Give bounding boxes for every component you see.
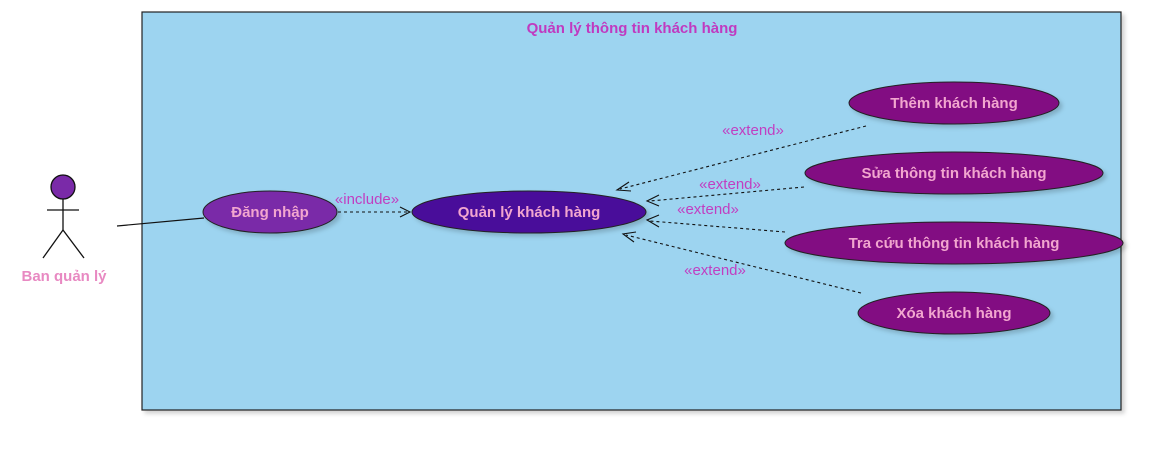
use-case-login [202, 190, 338, 234]
extend-arrowhead-add [615, 181, 632, 192]
use-case-add [848, 81, 1060, 125]
extend-label-search: «extend» [677, 201, 739, 218]
association-line [116, 217, 205, 227]
extend-arrowhead-search [645, 214, 660, 228]
actor-figure [42, 174, 85, 259]
extend-line-add [619, 125, 867, 190]
use-case-search-label: Tra cứu thông tin khách hàng [849, 235, 1060, 252]
extend-label-delete: «extend» [684, 262, 746, 279]
actor-head [50, 174, 76, 200]
extend-line-delete [625, 234, 862, 294]
extend-label-edit: «extend» [699, 176, 761, 193]
extend-line-edit [649, 186, 805, 202]
use-case-add-label: Thêm khách hàng [890, 95, 1018, 112]
extend-arrowhead-delete [621, 231, 637, 243]
use-case-delete-label: Xóa khách hàng [896, 305, 1011, 322]
use-case-search [784, 221, 1124, 265]
actor-label: Ban quản lý [21, 268, 107, 285]
use-case-edit-label: Sửa thông tin khách hàng [861, 165, 1046, 182]
use-case-delete [857, 291, 1051, 335]
include-label: «include» [335, 191, 399, 208]
system-title: Quản lý thông tin khách hàng [527, 20, 738, 37]
include-arrowhead [399, 206, 412, 218]
extend-label-add: «extend» [722, 122, 784, 139]
use-case-manage-label: Quản lý khách hàng [458, 204, 601, 221]
extend-arrowhead-edit [645, 194, 660, 207]
use-case-edit [804, 151, 1104, 195]
extend-line-search [649, 220, 786, 233]
use-case-login-label: Đăng nhập [231, 204, 309, 221]
actor-right-leg [62, 229, 85, 259]
use-case-manage [411, 190, 647, 234]
actor-left-leg [42, 229, 64, 259]
